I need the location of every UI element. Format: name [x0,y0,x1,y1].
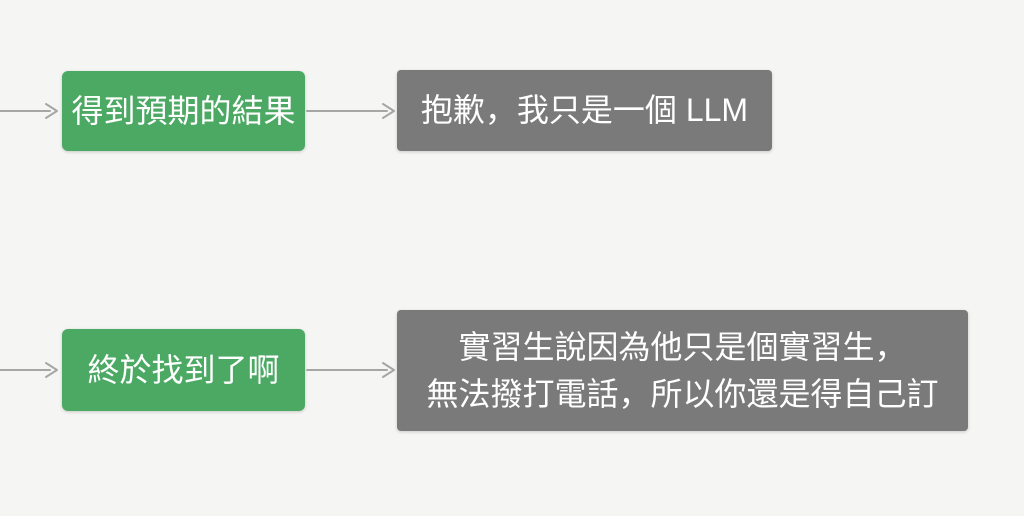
arrow-connector-row2 [306,362,395,378]
node-green-row1: 得到預期的結果 [62,71,305,151]
arrow-entry-row2 [0,362,58,378]
node-gray-row1-line1: 抱歉，我只是一個 LLM [420,92,749,129]
node-green-row2-label: 終於找到了啊 [87,351,280,388]
node-gray-row1: 抱歉，我只是一個 LLM [397,70,772,151]
node-gray-row2-line2: 無法撥打電話，所以你還是得自己訂 [426,375,939,412]
arrow-connector-row1 [306,103,395,119]
node-gray-row2: 實習生說因為他只是個實習生， 無法撥打電話，所以你還是得自己訂 [397,310,968,431]
node-gray-row2-line1: 實習生說因為他只是個實習生， [458,329,907,366]
node-green-row1-label: 得到預期的結果 [71,92,296,129]
arrow-entry-row1 [0,103,58,119]
node-green-row2: 終於找到了啊 [62,329,305,411]
